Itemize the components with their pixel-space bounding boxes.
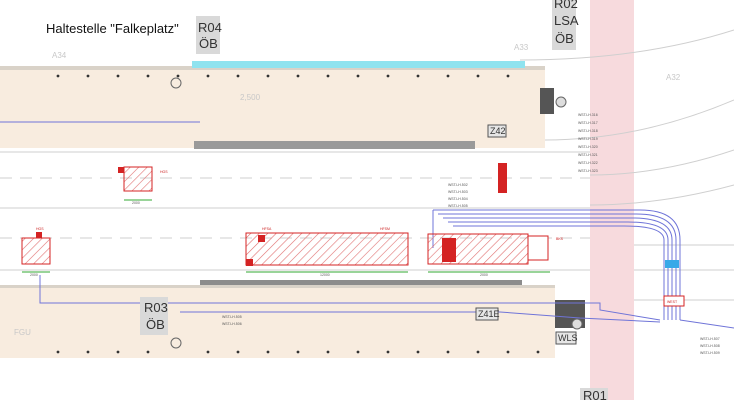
wls-box bbox=[555, 331, 577, 345]
cable-label: WST.LH.323 bbox=[578, 169, 598, 173]
cyan-cabinet bbox=[665, 260, 679, 268]
central-hatched bbox=[245, 232, 409, 266]
cable-label: WST.LH.321 bbox=[578, 153, 598, 157]
ghost-a32: A32 bbox=[666, 73, 681, 82]
lower-curb bbox=[0, 285, 555, 288]
cable-label: WST.LH.508 bbox=[700, 344, 720, 348]
gray-edge-upper bbox=[194, 141, 475, 149]
red-column-block bbox=[498, 163, 507, 193]
r03-code: R03 bbox=[144, 300, 168, 315]
z41e-box bbox=[475, 307, 499, 321]
page-title: Haltestelle "Falkeplatz" bbox=[46, 21, 179, 36]
west-cabinet bbox=[663, 295, 685, 307]
r01-code: R01 bbox=[583, 388, 607, 400]
r02-type2: ÖB bbox=[555, 31, 574, 46]
upper-sidewalk bbox=[0, 68, 545, 148]
r04-type: ÖB bbox=[199, 36, 218, 51]
cyan-strip bbox=[192, 61, 525, 68]
r03-box bbox=[140, 297, 168, 335]
mid-cable-labels: WST.LH.502 WST.LH.503 WST.LH.504 WST.LH.… bbox=[448, 183, 468, 208]
r04-box bbox=[196, 16, 220, 54]
dimension-d1: 2000 bbox=[30, 273, 38, 277]
dimension-d3: 12000 bbox=[320, 273, 330, 277]
central-red-marker-2 bbox=[246, 259, 253, 266]
r03-type: ÖB bbox=[146, 317, 165, 332]
west-label: WEST bbox=[667, 300, 678, 304]
cable-label: WST.LH.320 bbox=[578, 145, 598, 149]
z42-label: Z42 bbox=[490, 126, 506, 136]
cable-label: WST.LH.504 bbox=[448, 197, 468, 201]
dark-block-1 bbox=[540, 88, 554, 114]
cable-label: WST.LH.506 bbox=[222, 322, 242, 326]
r02-code: R02 bbox=[554, 0, 578, 11]
sidewalk-dots bbox=[56, 74, 540, 354]
post-2 bbox=[571, 318, 583, 330]
r02-type1: LSA bbox=[554, 13, 579, 28]
ghost-a34: A34 bbox=[52, 51, 67, 60]
dimension-d2: 2000 bbox=[132, 201, 140, 205]
z42-box bbox=[487, 124, 507, 138]
device-label-hgs2: HGS bbox=[160, 170, 168, 174]
device-core bbox=[442, 238, 456, 262]
cable-label: WST.LH.509 bbox=[700, 351, 720, 355]
post-4 bbox=[170, 337, 182, 349]
r04-code: R04 bbox=[198, 20, 222, 35]
cable-label: WST.LH.322 bbox=[578, 161, 598, 165]
device-label-hfsm: HFSM bbox=[380, 227, 390, 231]
wls-label: WLS bbox=[558, 333, 578, 343]
r01-box bbox=[580, 388, 608, 400]
r02-box bbox=[552, 0, 576, 50]
dimension-d4: 2000 bbox=[480, 273, 488, 277]
right-cable-labels: WST.LH.507 WST.LH.508 WST.LH.509 bbox=[700, 337, 720, 355]
central-red-marker-1 bbox=[258, 235, 265, 242]
ghost-fgu: FGU bbox=[14, 328, 31, 337]
ghost-ms: 2,500 bbox=[240, 93, 261, 102]
upper-hatched bbox=[123, 166, 153, 192]
cable-label: WST.LH.318 bbox=[578, 129, 598, 133]
cable-label: WST.LH.505 bbox=[222, 315, 242, 319]
cable-label: WST.LH.505 bbox=[448, 204, 468, 208]
upper-cable-labels: WST.LH.316 WST.LH.317 WST.LH.318 WST.LH.… bbox=[578, 113, 598, 173]
cable-bundle bbox=[0, 121, 734, 329]
device-label-hgs1: HGS bbox=[36, 227, 44, 231]
cable-label: WST.LH.502 bbox=[448, 183, 468, 187]
lower-sidewalk bbox=[0, 288, 555, 358]
z41e-label: Z41E bbox=[478, 309, 500, 319]
cable-label: WST.LH.507 bbox=[700, 337, 720, 341]
device-label-bks: BKS bbox=[556, 237, 564, 241]
upper-red-marker bbox=[118, 167, 124, 173]
post-3 bbox=[170, 77, 182, 89]
dimension-lines bbox=[22, 199, 550, 273]
cable-label: WST.LH.319 bbox=[578, 137, 598, 141]
gray-edge-lower bbox=[200, 280, 522, 288]
curved-road bbox=[519, 29, 734, 301]
post-1 bbox=[555, 96, 567, 108]
left-red-marker bbox=[36, 232, 42, 238]
cable-label: WST.LH.503 bbox=[448, 190, 468, 194]
ghost-a33: A33 bbox=[514, 43, 529, 52]
device-right-box bbox=[527, 235, 549, 261]
pink-column bbox=[590, 0, 634, 400]
cable-label: WST.LH.316 bbox=[578, 113, 598, 117]
left-hatched bbox=[21, 237, 51, 265]
cable-label: WST.LH.317 bbox=[578, 121, 598, 125]
device-label-hfsa: HFSA bbox=[262, 227, 272, 231]
lower-cable-labels: WST.LH.505 WST.LH.506 bbox=[222, 315, 242, 326]
